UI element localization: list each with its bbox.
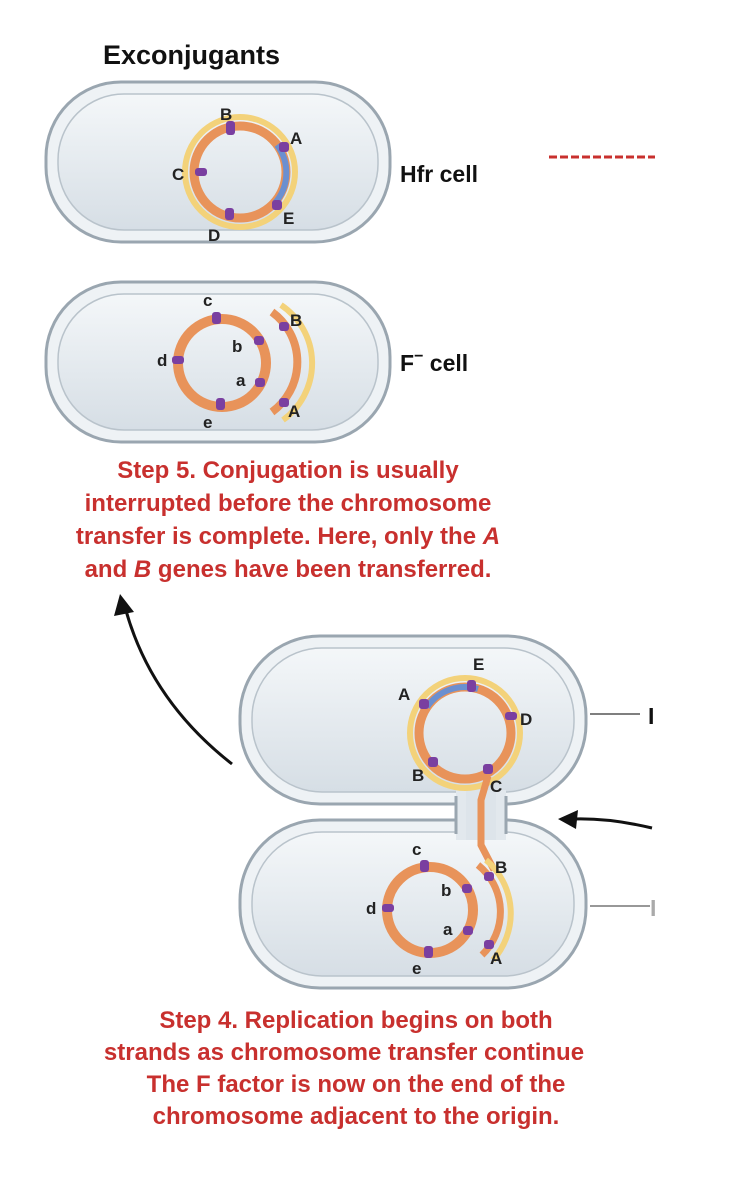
gene-label-a: a [443,920,453,939]
gene-label-A: A [288,402,300,421]
gene-label-e: e [412,959,421,978]
hfr-cell-label: Hfr cell [400,161,478,187]
gene-label-E: E [283,209,294,228]
svg-text:strands as chromosome transfer: strands as chromosome transfer continue [104,1039,584,1066]
cropped-label-top: I [648,703,654,729]
svg-text:Step 5. Conjugation is usually: Step 5. Conjugation is usually [117,457,459,484]
svg-text:Step 4. Replication begins on: Step 4. Replication begins on both [159,1007,552,1034]
gene-label-E: E [473,655,484,674]
gene-label-d: d [157,351,167,370]
gene-label-d: d [366,899,376,918]
gene-label-B: B [290,311,302,330]
arrowhead [114,594,134,616]
gene-label-a: a [236,371,246,390]
bridge-arrowhead [558,810,578,829]
step5-caption: Step 5. Conjugation is usually interrupt… [76,457,500,583]
gene-label-B: B [220,105,232,124]
gene-label-B: B [495,858,507,877]
transfer-strand [477,775,498,872]
gene-label-D: D [520,710,532,729]
mating-pair-cells: E A D B C c d b a e B A [238,634,588,990]
gene-label-A: A [490,949,502,968]
step4-caption: Step 4. Replication begins on both stran… [104,1007,584,1130]
gene-label-c: c [412,840,421,859]
gene-label-C: C [172,165,184,184]
gene-label-D: D [208,226,220,245]
gene-label-C: C [490,777,502,796]
cropped-label-bottom: I [650,895,656,921]
gene-label-A: A [398,685,410,704]
diagram-title: Exconjugants [103,40,280,70]
gene-label-A: A [290,129,302,148]
svg-text:transfer is complete. Here, on: transfer is complete. Here, only the A [76,523,500,550]
svg-text:chromosome adjacent to the ori: chromosome adjacent to the origin. [153,1103,560,1130]
hfr-exconjugant-cell: B A C D E [44,80,392,245]
gene-label-b: b [441,881,451,900]
gene-label-B: B [412,766,424,785]
svg-text:The F factor is now on the end: The F factor is now on the end of the [147,1071,566,1098]
gene-label-b: b [232,337,242,356]
curved-arrow [123,606,233,766]
gene-label-e: e [203,413,212,432]
svg-text:and B genes have been transfer: and B genes have been transferred. [85,556,492,583]
fminus-exconjugant-cell: c d b a e B A [44,280,392,444]
gene-label-c: c [203,291,212,310]
bridge-arrow [573,817,653,830]
fminus-cell-label: F− cell [400,348,468,376]
svg-text:interrupted before the chromos: interrupted before the chromosome [85,490,492,517]
